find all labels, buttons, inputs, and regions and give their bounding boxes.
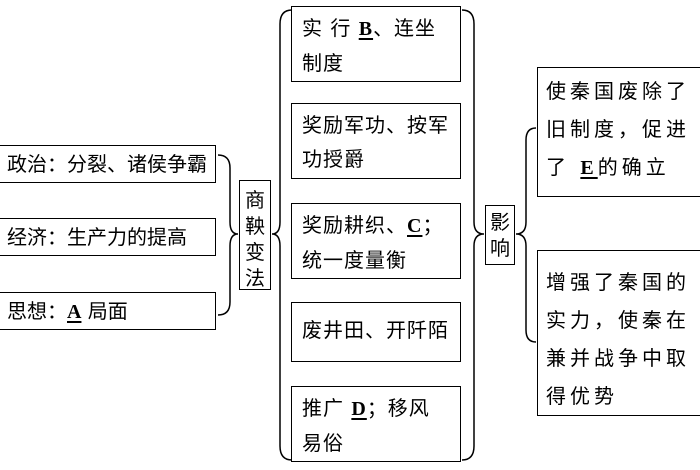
measure-5-suffix: ；移风易俗 — [302, 396, 430, 455]
politics-text: 政治：分裂、诸侯争霸 — [7, 152, 207, 176]
blank-e: E — [580, 157, 598, 179]
center-char-2: 鞅 — [245, 214, 265, 238]
economy-box: 经济：生产力的提高 — [0, 218, 216, 256]
measure-4-box: 废井田、开阡陌 — [291, 302, 461, 362]
effect-1-suffix: 的确立 — [597, 155, 670, 179]
center-char-4: 法 — [245, 266, 265, 290]
influence-box: 影 响 — [485, 205, 515, 265]
effect-2-box: 增强了秦国的实力，使秦在兼并战争中取得优势 — [537, 250, 700, 416]
brace-measures-right — [461, 9, 485, 461]
center-char-3: 变 — [245, 240, 265, 264]
measure-1-prefix: 实 行 — [302, 16, 359, 40]
economy-text: 经济：生产力的提高 — [7, 225, 187, 249]
measure-2-text: 奖励军功、按军功授爵 — [302, 113, 449, 171]
measure-3-suffix: ；统一度量衡 — [302, 213, 444, 272]
thought-box: 思想：A 局面 — [0, 292, 216, 330]
measure-1-box: 实 行 B、连坐制度 — [291, 6, 461, 82]
thought-prefix: 思想： — [7, 299, 67, 323]
brace-background — [217, 154, 239, 316]
effect-1-prefix: 使秦国废除了旧制度，促进了 — [546, 79, 690, 179]
measure-2-box: 奖励军功、按军功授爵 — [291, 103, 461, 179]
brace-effects — [515, 127, 537, 343]
center-char-1: 商 — [245, 188, 265, 212]
effect-1-box: 使秦国废除了旧制度，促进了 E的确立 — [537, 67, 700, 197]
measure-1-suffix: 、连坐制度 — [302, 16, 437, 75]
blank-d: D — [351, 398, 367, 420]
measure-5-box: 推广 D；移风易俗 — [291, 386, 461, 462]
politics-box: 政治：分裂、诸侯争霸 — [0, 145, 216, 183]
shang-yang-reform-box: 商 鞅 变 法 — [239, 180, 271, 290]
effect-2-text: 增强了秦国的实力，使秦在兼并战争中取得优势 — [546, 270, 690, 408]
thought-suffix: 局面 — [81, 299, 128, 323]
measure-4-text: 废井田、开阡陌 — [302, 318, 449, 342]
measure-3-box: 奖励耕织、C；统一度量衡 — [291, 203, 461, 279]
measure-3-prefix: 奖励耕织、 — [302, 213, 407, 237]
measure-5-prefix: 推广 — [302, 396, 352, 420]
influence-char-2: 响 — [490, 236, 510, 260]
brace-measures — [271, 9, 293, 461]
blank-c: C — [407, 215, 423, 237]
influence-char-1: 影 — [490, 210, 510, 234]
blank-a: A — [67, 301, 82, 323]
blank-b: B — [358, 18, 374, 40]
